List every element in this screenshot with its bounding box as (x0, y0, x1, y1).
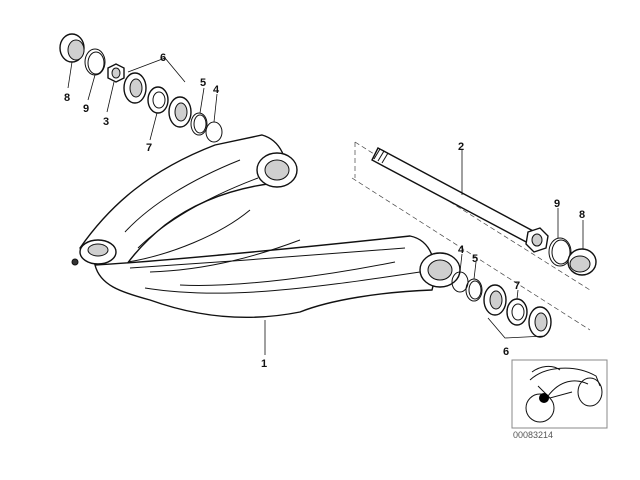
callout-3: 3 (103, 116, 109, 128)
spacer-left (147, 86, 169, 114)
callout-9-left: 9 (83, 103, 89, 115)
seal-ring-left (84, 48, 106, 76)
callout-4-right: 4 (458, 244, 465, 256)
callout-8-left: 8 (64, 92, 70, 104)
cap-right (567, 248, 597, 276)
diagram-code: 00083214 (513, 430, 553, 440)
leader-lines (67, 61, 584, 355)
callout-7-left: 7 (146, 142, 152, 154)
bearing-left-a (123, 72, 147, 104)
callout-1: 1 (261, 358, 267, 370)
callout-9-right: 9 (554, 198, 560, 210)
callout-2: 2 (458, 141, 464, 153)
pivot-shaft (351, 141, 591, 331)
spacer-right (506, 298, 528, 326)
swing-arm (71, 134, 461, 319)
right-bearing-stack (451, 237, 597, 339)
seal-ring-right (548, 237, 572, 267)
nut-left (107, 63, 125, 83)
callout-6-right: 6 (503, 346, 509, 358)
callout-8-right: 8 (579, 209, 585, 221)
location-marker (539, 393, 549, 403)
washer-right (465, 278, 483, 302)
bearing-right-b (528, 306, 552, 338)
bearing-left-b (168, 96, 192, 128)
cap-left (59, 33, 85, 63)
bearing-right-a (483, 284, 507, 316)
left-bearing-stack (59, 33, 223, 143)
callout-4-left: 4 (213, 84, 220, 96)
callout-5-right: 5 (472, 253, 478, 265)
circlip-left (205, 121, 223, 143)
washer-left (190, 112, 208, 136)
callout-6-left: 6 (160, 52, 166, 64)
callouts: 8 9 3 6 7 5 4 2 9 8 4 5 7 6 1 (64, 52, 585, 370)
callout-5-left: 5 (200, 77, 206, 89)
callout-7-right: 7 (514, 280, 520, 292)
locator-thumbnail: 00083214 (511, 359, 608, 440)
